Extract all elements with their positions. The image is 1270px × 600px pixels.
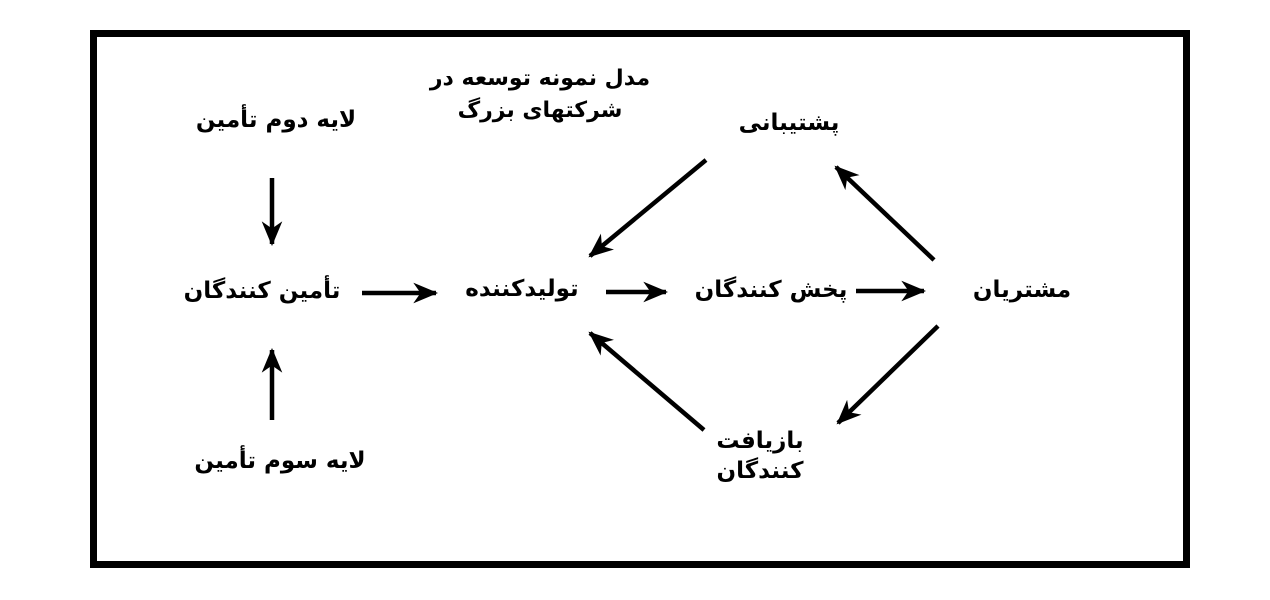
node-support: پشتیبانی <box>738 110 840 137</box>
node-customers: مشتریان <box>972 277 1072 304</box>
node-recyclers-line2: کنندگان <box>716 458 804 484</box>
node-supply-layer-2: لایه دوم تأمین <box>195 107 357 134</box>
diagram-title-line1: مدل نمونه توسعه در <box>429 66 651 92</box>
node-recyclers-line1: بازیافت <box>716 428 804 455</box>
node-supply-layer-3: لایه سوم تأمین <box>194 448 366 475</box>
node-producer: تولیدکننده <box>465 276 579 303</box>
node-recyclers: بازیافت کنندگان <box>716 427 803 487</box>
node-suppliers: تأمین کنندگان <box>183 278 341 305</box>
node-distributors: پخش کنندگان <box>694 277 848 304</box>
diagram-title-line2: شرکتهای بزرگ <box>457 98 623 123</box>
diagram-title: مدل نمونه توسعه در شرکتهای بزرگ <box>380 63 700 127</box>
diagram-border <box>90 30 1190 568</box>
